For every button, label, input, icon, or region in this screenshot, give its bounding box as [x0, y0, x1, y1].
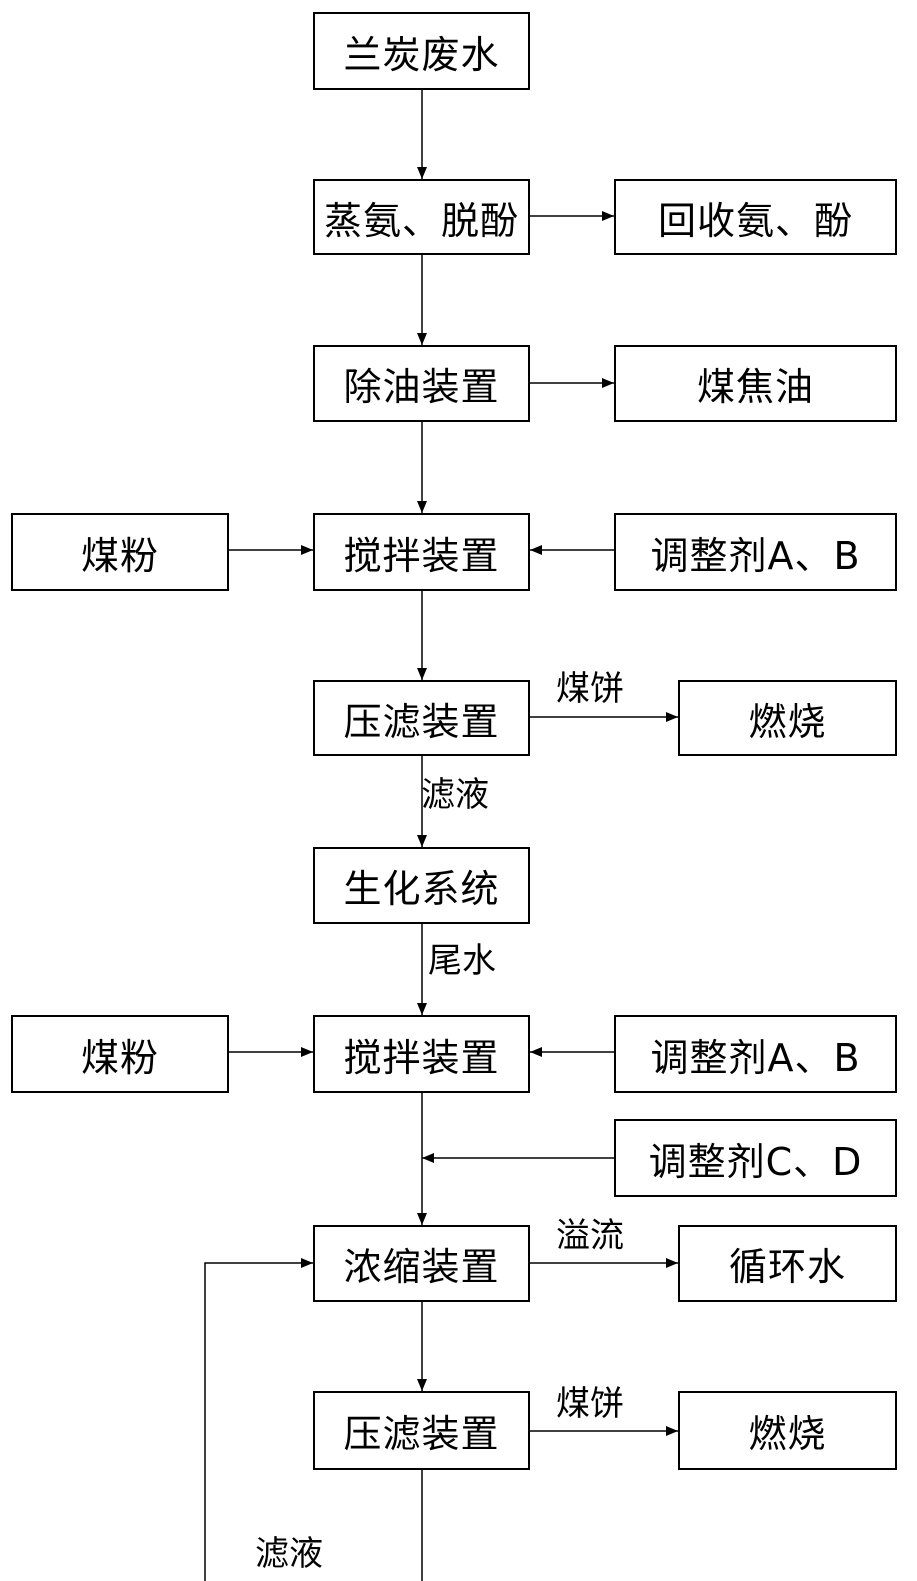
node-stirring-1: 搅拌装置 [313, 513, 530, 591]
node-concentration: 浓缩装置 [313, 1225, 530, 1302]
edge-label-filtrate-2: 滤液 [255, 1534, 323, 1574]
edge-label-tail-water: 尾水 [428, 941, 496, 981]
node-label: 煤粉 [80, 1035, 159, 1080]
node-coal-tar: 煤焦油 [614, 345, 897, 422]
edge-label-overflow: 溢流 [556, 1216, 624, 1256]
node-filter-press-1: 压滤装置 [313, 680, 530, 756]
node-burning-2: 燃烧 [678, 1391, 897, 1470]
edge-label-coal-cake-1: 煤饼 [556, 669, 624, 709]
node-filter-press-2: 压滤装置 [313, 1391, 530, 1470]
node-lantan-wastewater: 兰炭废水 [313, 12, 530, 90]
node-label: 燃烧 [748, 699, 827, 744]
node-label: 循环水 [728, 1245, 846, 1289]
node-coal-powder-1: 煤粉 [11, 513, 229, 591]
node-label: 压滤装置 [343, 1412, 500, 1456]
node-label: 回收氨、酚 [657, 198, 853, 243]
node-regulator-ab-1: 调整剂A、B [614, 513, 897, 591]
node-circulating-water: 循环水 [678, 1225, 897, 1302]
node-label: 搅拌装置 [343, 1035, 500, 1080]
node-stirring-2: 搅拌装置 [313, 1015, 530, 1093]
node-label: 生化系统 [343, 867, 500, 911]
node-regulator-ab-2: 调整剂A、B [614, 1015, 897, 1093]
node-oil-removal: 除油装置 [313, 345, 530, 422]
node-label: 调整剂C、D [648, 1139, 863, 1184]
node-label: 蒸氨、脱酚 [323, 198, 519, 243]
node-label: 搅拌装置 [343, 533, 500, 578]
node-label: 调整剂A、B [650, 533, 861, 578]
node-label: 调整剂A、B [650, 1035, 861, 1080]
edge-label-filtrate-1: 滤液 [421, 775, 489, 815]
node-recover-ammonia-phenol: 回收氨、酚 [614, 179, 897, 255]
node-label: 煤焦油 [696, 365, 814, 409]
node-burning-1: 燃烧 [678, 680, 897, 756]
edge-label-coal-cake-2: 煤饼 [556, 1384, 624, 1424]
node-ammonia-dephenol: 蒸氨、脱酚 [313, 179, 530, 255]
node-label: 浓缩装置 [343, 1245, 500, 1289]
node-coal-powder-2: 煤粉 [11, 1015, 229, 1093]
node-label: 压滤装置 [343, 699, 500, 744]
node-regulator-cd: 调整剂C、D [614, 1119, 897, 1197]
node-label: 燃烧 [748, 1412, 827, 1456]
arrow-filter-2-recycle-to-concentration [204, 1258, 423, 1581]
node-label: 煤粉 [80, 533, 159, 578]
node-label: 除油装置 [343, 365, 500, 409]
node-label: 兰炭废水 [343, 32, 500, 77]
node-biochem-system: 生化系统 [313, 847, 530, 924]
